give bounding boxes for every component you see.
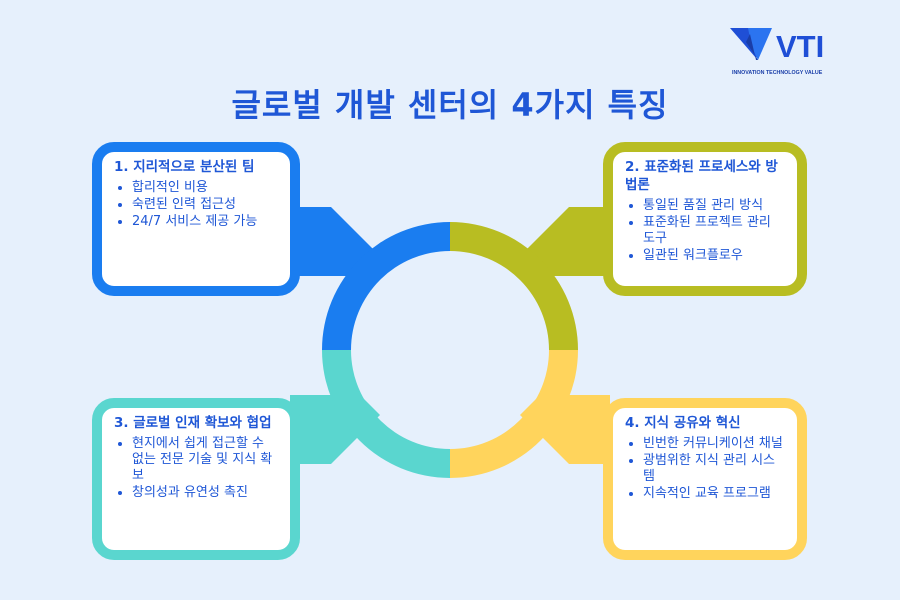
connector-arm-1 [290, 207, 380, 276]
ring-segment-4 [450, 350, 578, 478]
list-item: 현지에서 쉽게 접근할 수 없는 전문 기술 및 지식 확보 [132, 436, 278, 484]
list-item: 일관된 워크플로우 [643, 248, 785, 264]
card-heading: 1. 지리적으로 분산된 팀 [114, 159, 255, 175]
card-heading: 3. 글로벌 인재 확보와 협업 [114, 415, 272, 431]
list-item: 표준화된 프로젝트 관리 도구 [643, 215, 785, 247]
vti-logo: VTI INNOVATION TECHNOLOGY VALUE [728, 20, 856, 80]
ring-segment-2 [450, 222, 578, 350]
list-item: 광범위한 지식 관리 시스템 [643, 453, 785, 485]
ring-segment-1 [322, 222, 450, 350]
feature-card-1: 1. 지리적으로 분산된 팀 합리적인 비용 숙련된 인력 접근성 24/7 서… [92, 142, 300, 296]
feature-card-2: 2. 표준화된 프로세스와 방법론 통일된 품질 관리 방식 표준화된 프로젝트… [603, 142, 807, 296]
list-item: 창의성과 유연성 촉진 [132, 485, 278, 501]
ring-segment-3 [322, 350, 450, 478]
feature-card-3: 3. 글로벌 인재 확보와 협업 현지에서 쉽게 접근할 수 없는 전문 기술 … [92, 398, 300, 560]
card-heading: 4. 지식 공유와 혁신 [625, 415, 741, 431]
connector-arm-2 [520, 207, 610, 276]
card-list: 통일된 품질 관리 방식 표준화된 프로젝트 관리 도구 일관된 워크플로우 [625, 198, 785, 264]
feature-card-4: 4. 지식 공유와 혁신 빈번한 커뮤니케이션 채널 광범위한 지식 관리 시스… [603, 398, 807, 560]
list-item: 합리적인 비용 [132, 180, 278, 196]
card-heading: 2. 표준화된 프로세스와 방법론 [625, 159, 778, 193]
page-title: 글로벌 개발 센터의 4가지 특징 [231, 86, 669, 124]
list-item: 빈번한 커뮤니케이션 채널 [643, 436, 785, 452]
list-item: 숙련된 인력 접근성 [132, 197, 278, 213]
logo-tagline: INNOVATION TECHNOLOGY VALUE [732, 70, 823, 76]
logo-wordmark: VTI [776, 29, 824, 64]
card-list: 현지에서 쉽게 접근할 수 없는 전문 기술 및 지식 확보 창의성과 유연성 … [114, 436, 278, 501]
card-list: 빈번한 커뮤니케이션 채널 광범위한 지식 관리 시스템 지속적인 교육 프로그… [625, 436, 785, 502]
list-item: 지속적인 교육 프로그램 [643, 486, 785, 502]
list-item: 통일된 품질 관리 방식 [643, 198, 785, 214]
list-item: 24/7 서비스 제공 가능 [132, 214, 278, 230]
card-list: 합리적인 비용 숙련된 인력 접근성 24/7 서비스 제공 가능 [114, 180, 278, 230]
